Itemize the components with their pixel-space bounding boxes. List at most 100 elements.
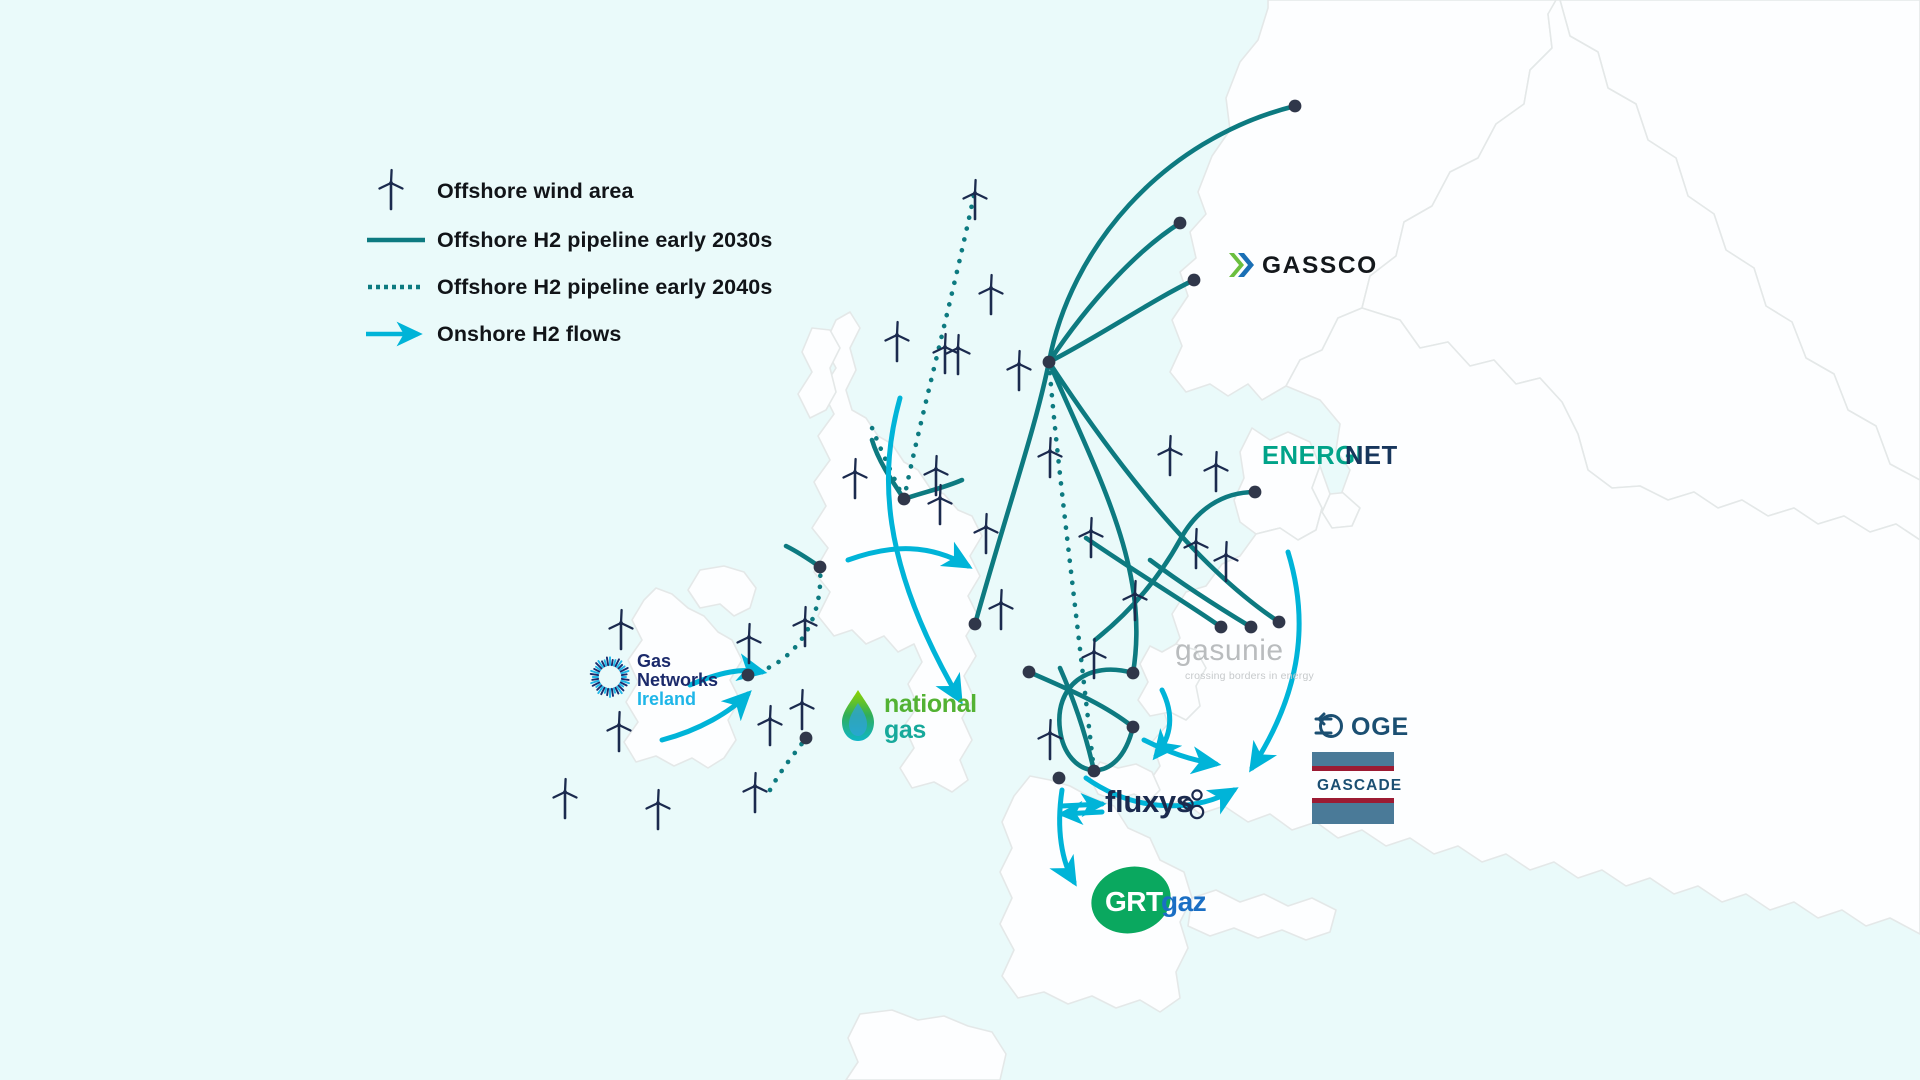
gni-ring-ray: [590, 679, 600, 685]
energinet-wordmark-a: ENERGI: [1262, 442, 1363, 470]
land-iberia: [845, 1009, 1007, 1080]
gni-ring-ray: [591, 681, 601, 687]
pipeline-hub-south-leg: [972, 359, 1052, 627]
gni-ring-ray: [610, 687, 614, 697]
pipeline-node: [1272, 615, 1286, 629]
pipeline-node-layer: [741, 99, 1302, 785]
gni-ring-ray: [589, 672, 600, 677]
pipeline-node: [1126, 720, 1140, 734]
pipeline-node: [1126, 666, 1140, 680]
pipeline-wind-to-bight-b: [1147, 557, 1254, 630]
gni-ring-ray: [614, 658, 620, 668]
gni-line-2: Networks: [637, 670, 718, 690]
legend-item-pipeline-2040s[interactable]: Offshore H2 pipeline early 2040s: [368, 275, 772, 299]
national-gas-line-2: gas: [884, 716, 926, 744]
gni-ring-ray: [612, 687, 617, 694]
pipeline-node: [897, 492, 911, 506]
gascade-bar-bottom-blue: [1312, 803, 1394, 824]
pipeline-node: [799, 731, 813, 745]
pipeline-2040s-layer: [745, 192, 1097, 793]
gascade-wordmark: GASCADE: [1317, 777, 1402, 794]
logo-fluxys[interactable]: fluxys: [1105, 784, 1205, 820]
national-gas-line-1: national: [884, 690, 977, 718]
logo-gascade[interactable]: GASCADE: [1312, 752, 1402, 824]
pipeline-scotland-curve: [869, 437, 907, 502]
land-central-europe: [1145, 307, 1920, 935]
flow-belgium-bidir-left: [1057, 800, 1105, 826]
gni-ring-ray: [601, 660, 606, 668]
gni-ring-ray: [620, 673, 628, 677]
landmass-layer: [623, 0, 1920, 1080]
land-alpine: [1187, 889, 1337, 941]
gni-ring-ray: [603, 659, 608, 667]
gni-ring-ray: [620, 670, 630, 675]
gni-ring-ray: [596, 684, 603, 691]
gni-ring-ray: [591, 677, 600, 681]
pipeline-hub-to-norway-north: [1046, 103, 1298, 365]
gni-ring-ray: [616, 685, 623, 695]
gni-ring-ray: [618, 683, 625, 688]
pipeline-node: [1052, 771, 1066, 785]
flow-germany-down: [1249, 549, 1302, 773]
gni-ring-ray: [617, 663, 624, 670]
legend-label-pipeline-2030s: Offshore H2 pipeline early 2030s: [437, 228, 772, 252]
legend-item-offshore-wind-area[interactable]: Offshore wind area: [378, 168, 635, 211]
national-gas-droplet-inner: [849, 703, 867, 736]
pipeline-denmark-to-bight: [1092, 489, 1258, 643]
gasunie-tagline: crossing borders in energy: [1185, 670, 1314, 682]
pipeline-node: [813, 560, 827, 574]
gni-ring-ray: [597, 660, 604, 669]
flow-ireland-north: [687, 653, 768, 688]
gni-ring-ray: [620, 679, 630, 685]
gni-ring-ray: [595, 662, 603, 670]
land-ireland: [623, 587, 743, 769]
grtgaz-wordmark-a: GRT: [1105, 886, 1163, 917]
pipeline-node: [741, 668, 755, 682]
gni-ring-ray: [619, 667, 629, 673]
grtgaz-wordmark-b: gaz: [1161, 886, 1206, 917]
logo-gas-networks-ireland[interactable]: Gas Networks Ireland: [589, 651, 718, 709]
flow-belgium-to-germany: [1083, 775, 1239, 815]
gni-ring-ray: [594, 665, 602, 671]
logo-gassco[interactable]: GASSCO: [1229, 252, 1378, 279]
fluxys-molecule-icon: [1182, 789, 1205, 820]
logo-gasunie[interactable]: gasunie crossing borders in energy: [1175, 634, 1314, 682]
pipeline-2040-scotland-north: [901, 192, 977, 502]
gni-line-1: Gas: [637, 651, 671, 671]
gni-ring-ray: [614, 686, 620, 695]
pipeline-wind-to-bight-a: [1083, 535, 1224, 630]
gassco-chevron-icon: [1229, 253, 1254, 277]
gni-ring-ray: [590, 669, 600, 675]
legend-item-onshore-flows[interactable]: Onshore H2 flows: [366, 321, 621, 347]
legend-item-pipeline-2030s[interactable]: Offshore H2 pipeline early 2030s: [367, 228, 772, 252]
legend-label-onshore-flows: Onshore H2 flows: [437, 322, 621, 346]
gasunie-wordmark: gasunie: [1175, 634, 1284, 667]
pipeline-netherlands-link: [1026, 669, 1136, 730]
gni-ring-ray: [593, 667, 601, 673]
pipeline-2040-hub-to-south: [1046, 359, 1097, 774]
land-scotland: [797, 327, 841, 419]
pipeline-2030s-layer: [783, 103, 1298, 774]
logo-oge[interactable]: OGE: [1314, 712, 1409, 741]
pipeline-node: [1087, 764, 1101, 778]
pipeline-2040-ireland-south: [767, 735, 809, 793]
energinet-wordmark-b: NET: [1345, 442, 1398, 470]
fluxys-wordmark: fluxys: [1105, 784, 1193, 819]
gni-ring-ray: [600, 686, 606, 696]
gassco-wordmark: GASSCO: [1262, 252, 1378, 279]
pipeline-node: [968, 617, 982, 631]
logo-grtgaz[interactable]: GRT gaz: [1084, 858, 1207, 941]
logo-energinet[interactable]: ENERGI NET: [1262, 442, 1398, 470]
pipeline-node: [1022, 665, 1036, 679]
flow-nl-down: [1152, 687, 1183, 761]
gascade-bar-bottom-red: [1312, 798, 1394, 803]
pipeline-node: [1187, 273, 1201, 287]
onshore-flows-layer: [659, 395, 1302, 887]
pipeline-node: [1288, 99, 1302, 113]
logo-national-gas[interactable]: national gas: [842, 690, 977, 744]
pipeline-hub-to-germany-bight: [1046, 359, 1282, 625]
legend: Offshore wind area Offshore H2 pipeline …: [366, 168, 772, 347]
pipeline-node: [1214, 620, 1228, 634]
